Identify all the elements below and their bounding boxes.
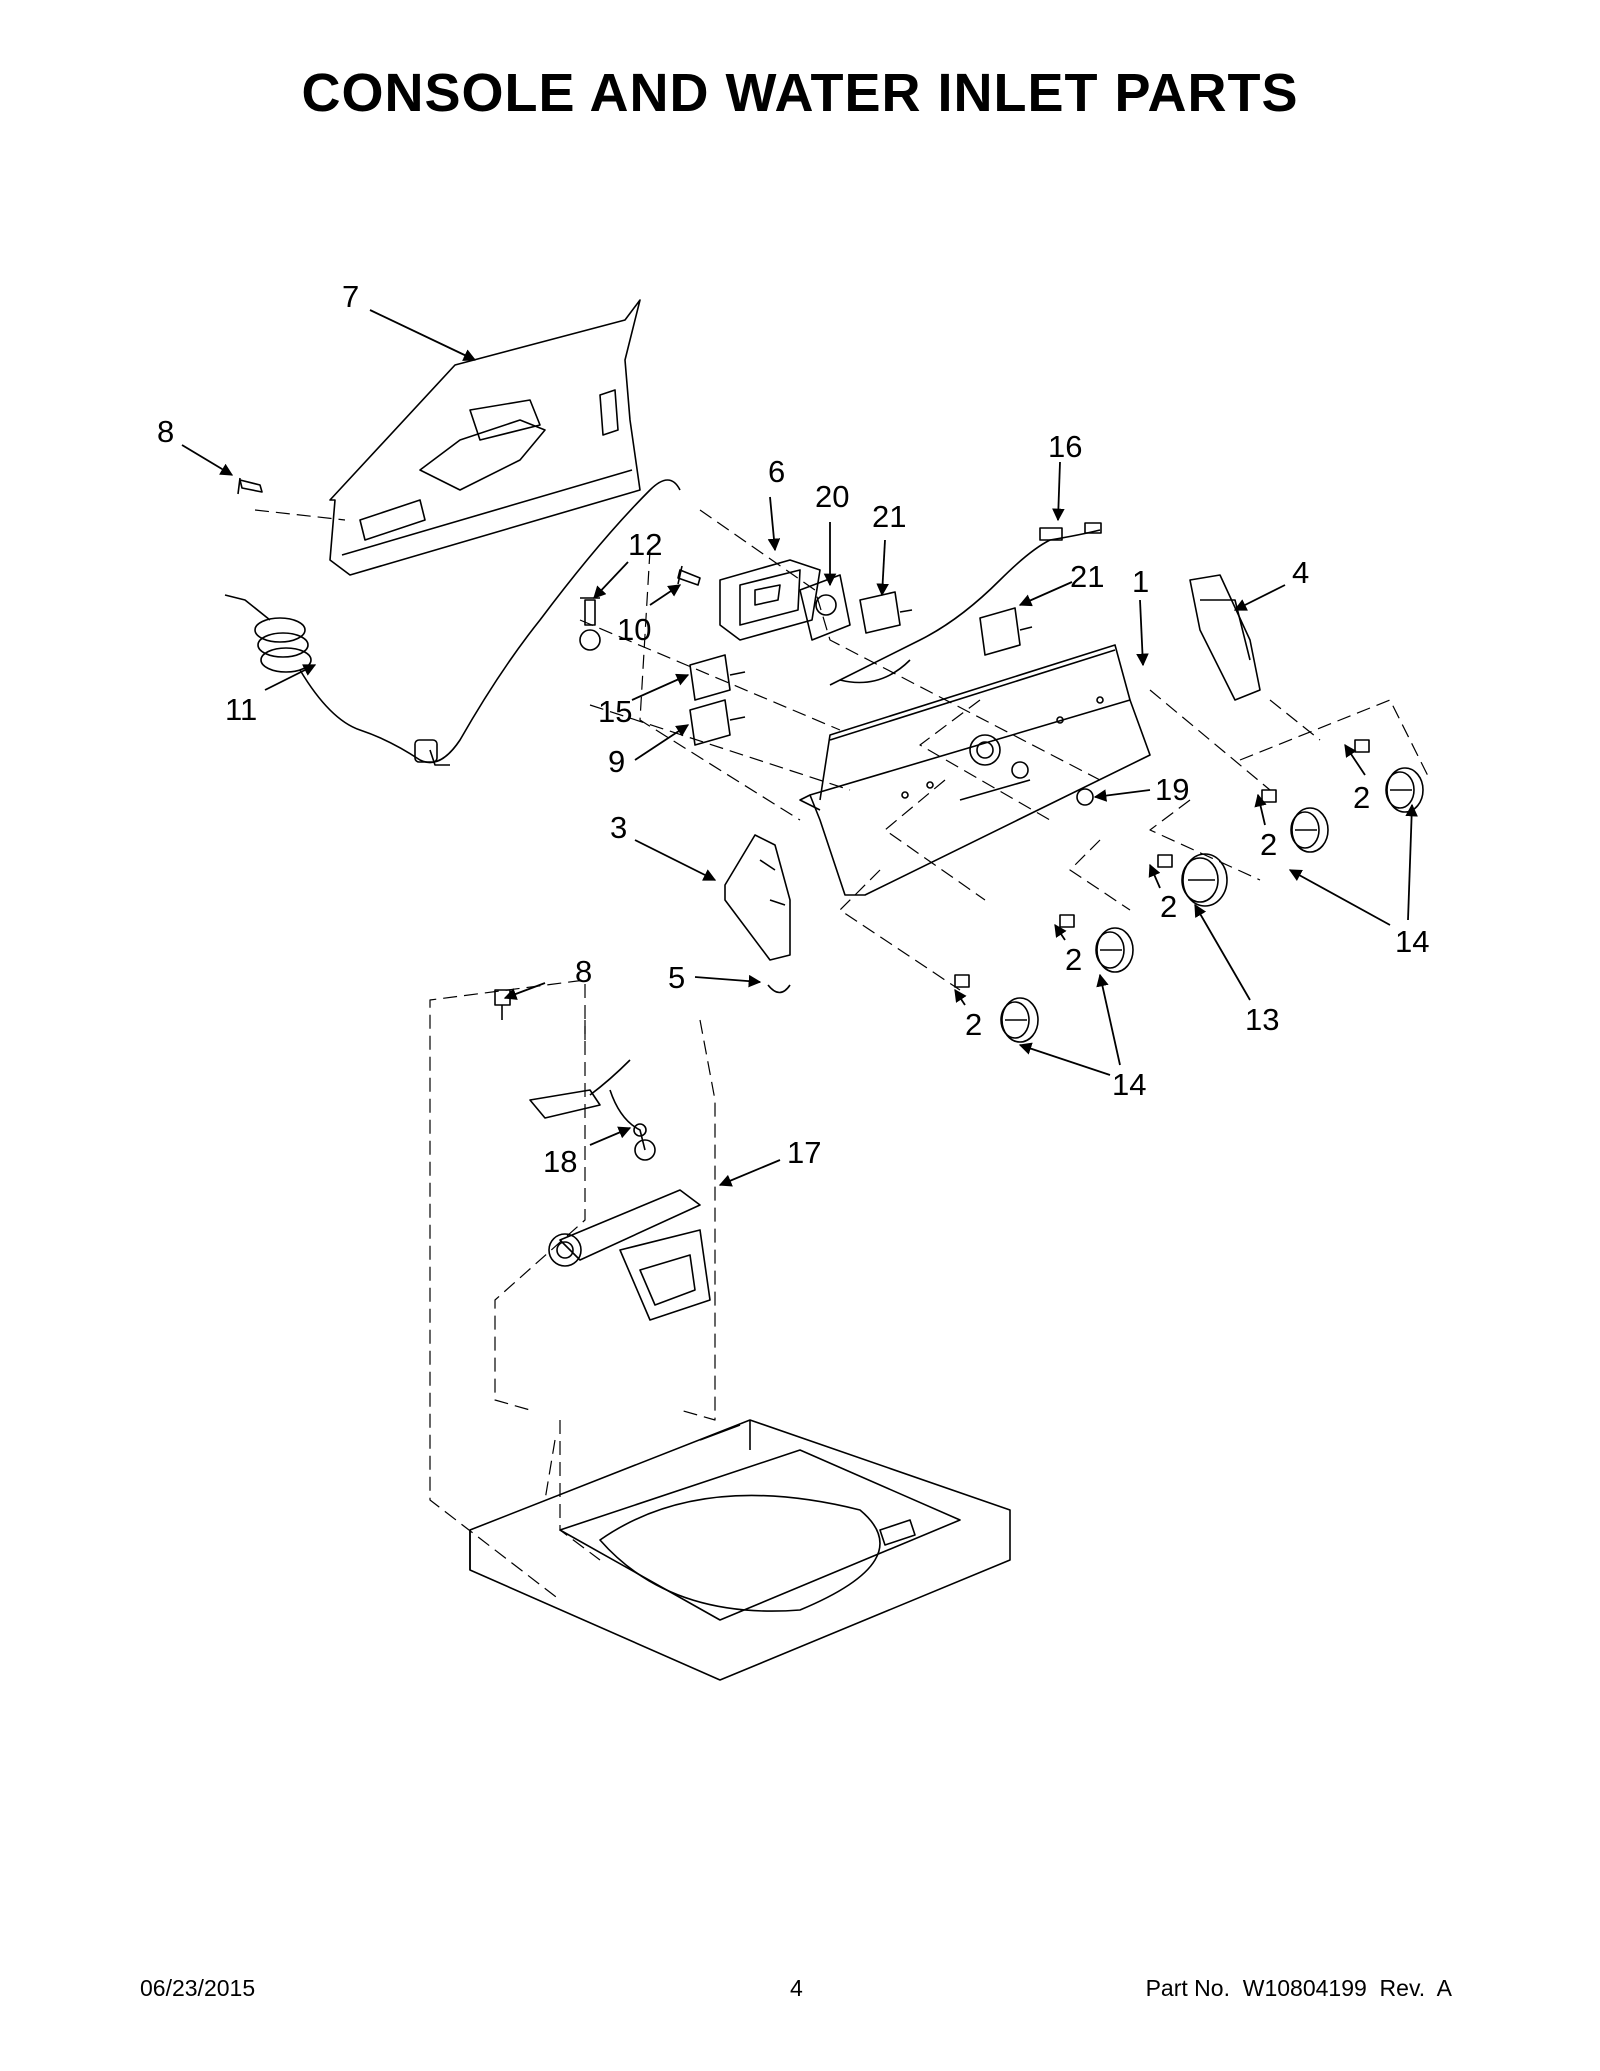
callout-arrows [181,309,1418,1187]
callout-19: 19 [1155,772,1189,807]
rear-console-panel [329,299,641,576]
knob-right-middle [1290,807,1329,853]
callout-5: 5 [668,960,685,995]
callout-2-e: 2 [965,1007,982,1042]
callout-4: 4 [1292,555,1309,590]
power-cord-harness [224,479,681,766]
screw-bottom-left [494,989,511,1020]
callout-7: 7 [342,279,359,314]
switch-15 [689,654,746,701]
console-panel [799,644,1151,896]
callout-12: 12 [628,527,662,562]
callout-2-d: 2 [1065,942,1082,977]
callout-1: 1 [1132,564,1149,599]
callout-labels: 7 8 6 16 20 21 12 21 1 4 10 11 15 9 19 2… [157,279,1429,1179]
callout-18: 18 [543,1144,577,1179]
water-inlet-valve [548,1189,711,1321]
callout-6: 6 [768,454,785,489]
callout-21-upper: 21 [872,499,906,534]
inlet-hose-assembly [529,1059,656,1161]
knob-lower-left [1000,997,1039,1043]
callout-2-b: 2 [1260,827,1277,862]
washer-cabinet-top [469,1419,1011,1681]
callout-8-top: 8 [157,414,174,449]
callout-16: 16 [1048,429,1082,464]
knob-upper-right [1385,767,1424,813]
callout-20: 20 [815,479,849,514]
footer-page-number: 4 [790,1975,803,2001]
knob-13 [1181,853,1228,907]
footer-part-number: Part No. W10804199 Rev. A [1145,1975,1452,2001]
left-end-cap [724,834,791,961]
switch-9 [689,699,746,746]
callout-2-a: 2 [1353,780,1370,815]
callout-17: 17 [787,1135,821,1170]
switch-21-lower [979,607,1033,656]
callout-11: 11 [225,692,257,727]
retaining-clip [767,984,791,994]
footer-date: 06/23/2015 [140,1975,256,2001]
callout-2-c: 2 [1160,889,1177,924]
light-pipe [1076,788,1094,806]
page-title: CONSOLE AND WATER INLET PARTS [301,63,1299,123]
screw-10 [677,565,701,586]
callout-3: 3 [610,810,627,845]
callout-14-bottom: 14 [1112,1067,1146,1102]
callout-8-bottom: 8 [575,954,592,989]
right-end-cap [1189,574,1261,701]
switch-21-upper [859,591,913,634]
electronic-control-board [719,559,821,641]
callout-14-right: 14 [1395,924,1429,959]
switch-wire-harness [829,522,1102,686]
callout-10: 10 [617,612,651,647]
callout-21-lower: 21 [1070,559,1104,594]
screw-top-left [237,477,263,495]
assembly-guide-lines [254,509,1431,1601]
callout-15: 15 [598,694,632,729]
callout-9: 9 [608,744,625,779]
callout-13: 13 [1245,1002,1279,1037]
knob-left-middle [1095,927,1134,973]
